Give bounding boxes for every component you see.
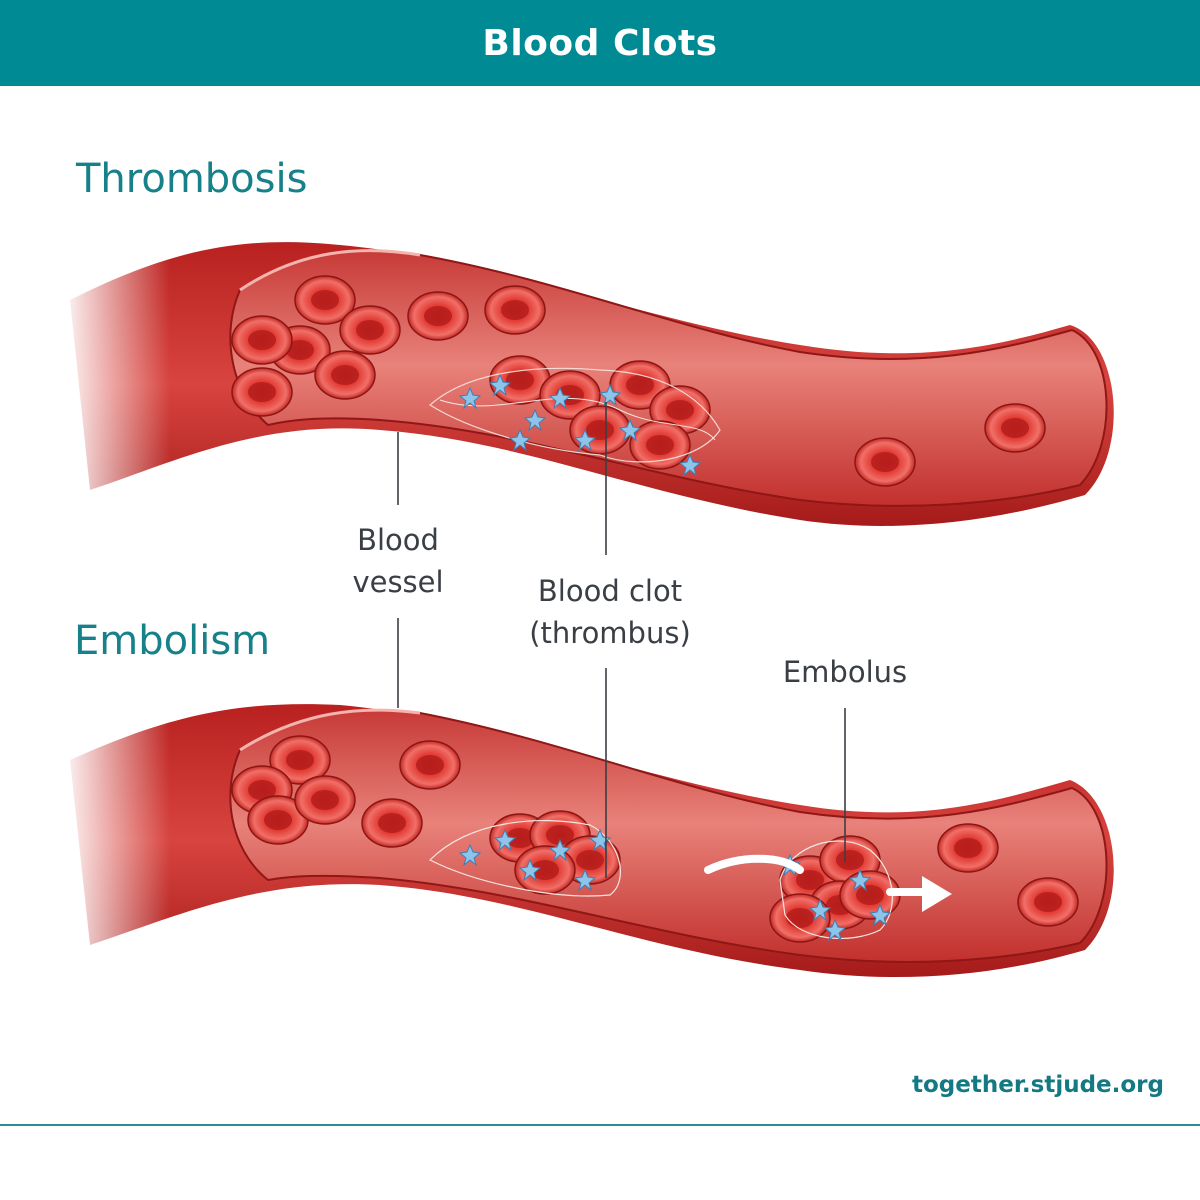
label-blood-vessel-line2: vessel <box>352 565 444 599</box>
footer-divider <box>0 1124 1200 1126</box>
section-title-thrombosis: Thrombosis <box>76 156 308 202</box>
label-blood-vessel: Blood vessel <box>318 519 478 603</box>
flow-arrow-icon <box>704 854 952 912</box>
thrombus-clot <box>428 355 721 476</box>
footer-url: together.stjude.org <box>912 1072 1164 1098</box>
label-blood-clot-line1: Blood clot <box>537 574 683 608</box>
label-blood-vessel-line1: Blood <box>357 523 439 557</box>
thrombosis-vessel <box>60 242 1114 526</box>
header-bar: Blood Clots <box>0 0 1200 86</box>
label-blood-clot: Blood clot (thrombus) <box>500 570 720 654</box>
header-title: Blood Clots <box>482 22 718 64</box>
section-title-embolism: Embolism <box>74 618 271 664</box>
label-blood-clot-line2: (thrombus) <box>529 616 691 650</box>
label-embolus: Embolus <box>782 655 908 689</box>
embolism-vessel <box>60 704 1114 978</box>
thrombus-clot-lower <box>428 810 621 897</box>
